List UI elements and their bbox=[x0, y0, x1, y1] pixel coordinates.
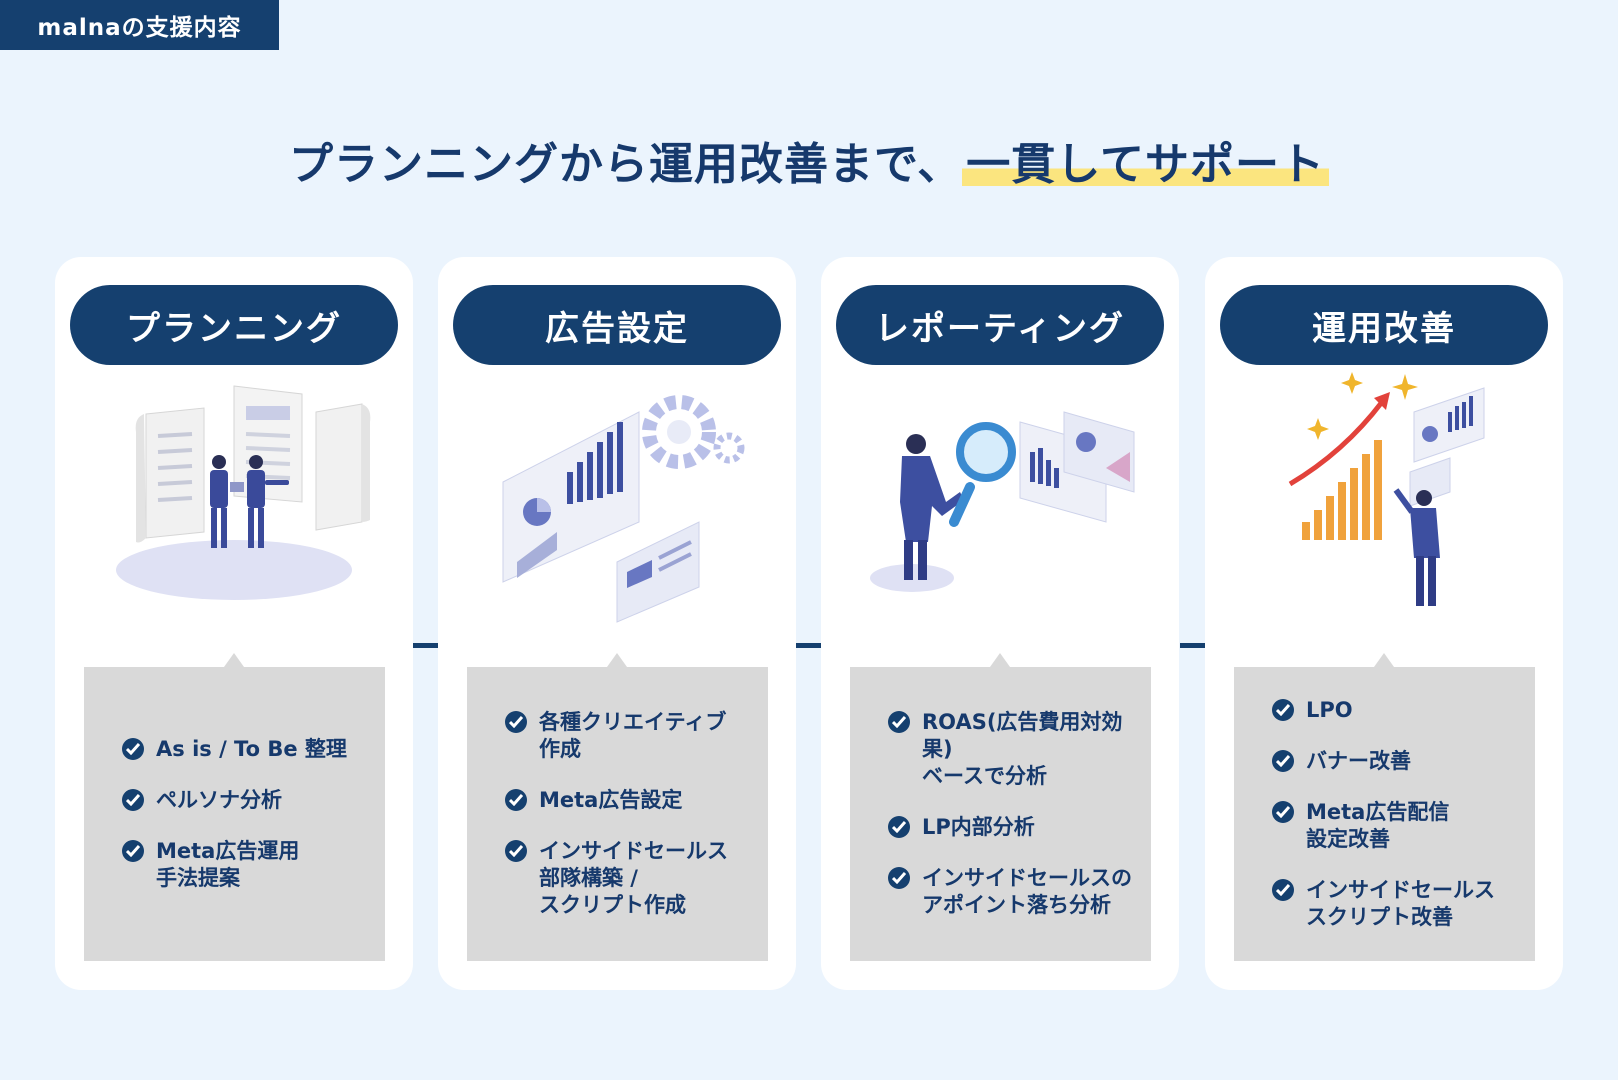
list-item: ペルソナ分析 bbox=[122, 787, 375, 814]
step-detail-box: ROAS(広告費用対効果) ベースで分析 LP内部分析 インサイドセールスの ア… bbox=[850, 653, 1151, 961]
check-icon bbox=[122, 789, 144, 811]
reporting-magnifier-illustration bbox=[870, 411, 1135, 592]
headline-highlight: 一貫してサポート bbox=[962, 139, 1329, 190]
step-card-improvement: 運用改善 LPO bbox=[1205, 257, 1563, 990]
list-item: Meta広告運用 手法提案 bbox=[122, 838, 375, 892]
check-icon bbox=[505, 789, 527, 811]
check-icon bbox=[888, 816, 910, 838]
growth-chart-illustration bbox=[1288, 372, 1485, 606]
list-item: As is / To Be 整理 bbox=[122, 736, 375, 763]
list-item: LP内部分析 bbox=[888, 814, 1141, 841]
page-headline: プランニングから運用改善まで、一貫してサポート bbox=[0, 128, 1618, 192]
step-card-ad-settings: 広告設定 各種クリエイティブ 作成 Meta広告設定 bbox=[438, 257, 796, 990]
check-icon bbox=[1272, 801, 1294, 823]
check-icon bbox=[888, 867, 910, 889]
section-tag: malnaの支援内容 bbox=[0, 0, 279, 50]
ad-settings-dashboard-illustration bbox=[502, 395, 745, 623]
check-icon bbox=[888, 711, 910, 733]
list-item: Meta広告設定 bbox=[505, 787, 758, 814]
check-icon bbox=[1272, 699, 1294, 721]
list-item: インサイドセールス 部隊構築 / スクリプト作成 bbox=[505, 838, 758, 919]
step-title: 広告設定 bbox=[453, 285, 781, 365]
connector-1 bbox=[413, 643, 439, 648]
list-item: Meta広告配信 設定改善 bbox=[1272, 799, 1525, 853]
check-icon bbox=[122, 840, 144, 862]
check-icon bbox=[1272, 750, 1294, 772]
step-title: レポーティング bbox=[836, 285, 1164, 365]
step-detail-box: 各種クリエイティブ 作成 Meta広告設定 インサイドセールス 部隊構築 / ス… bbox=[467, 653, 768, 961]
list-item: インサイドセールスの アポイント落ち分析 bbox=[888, 865, 1141, 919]
step-title: プランニング bbox=[70, 285, 398, 365]
check-icon bbox=[505, 711, 527, 733]
headline-prefix: プランニングから運用改善まで、 bbox=[289, 139, 963, 190]
step-detail-box: LPO バナー改善 Meta広告配信 設定改善 インサイドセールス スクリプト改… bbox=[1234, 653, 1535, 961]
step-title: 運用改善 bbox=[1220, 285, 1548, 365]
list-item: バナー改善 bbox=[1272, 748, 1525, 775]
check-icon bbox=[505, 840, 527, 862]
check-icon bbox=[122, 738, 144, 760]
connector-3 bbox=[1180, 643, 1206, 648]
planning-meeting-illustration bbox=[116, 385, 371, 600]
list-item: ROAS(広告費用対効果) ベースで分析 bbox=[888, 709, 1141, 790]
step-card-planning: プランニング A bbox=[55, 257, 413, 990]
connector-2 bbox=[796, 643, 822, 648]
list-item: 各種クリエイティブ 作成 bbox=[505, 709, 758, 763]
step-card-reporting: レポーティング ROAS(広告費用対効果) ベースで分析 LP内部分析 bbox=[821, 257, 1179, 990]
list-item: LPO bbox=[1272, 697, 1525, 724]
check-icon bbox=[1272, 879, 1294, 901]
step-detail-box: As is / To Be 整理 ペルソナ分析 Meta広告運用 手法提案 bbox=[84, 653, 385, 961]
list-item: インサイドセールス スクリプト改善 bbox=[1272, 877, 1525, 931]
